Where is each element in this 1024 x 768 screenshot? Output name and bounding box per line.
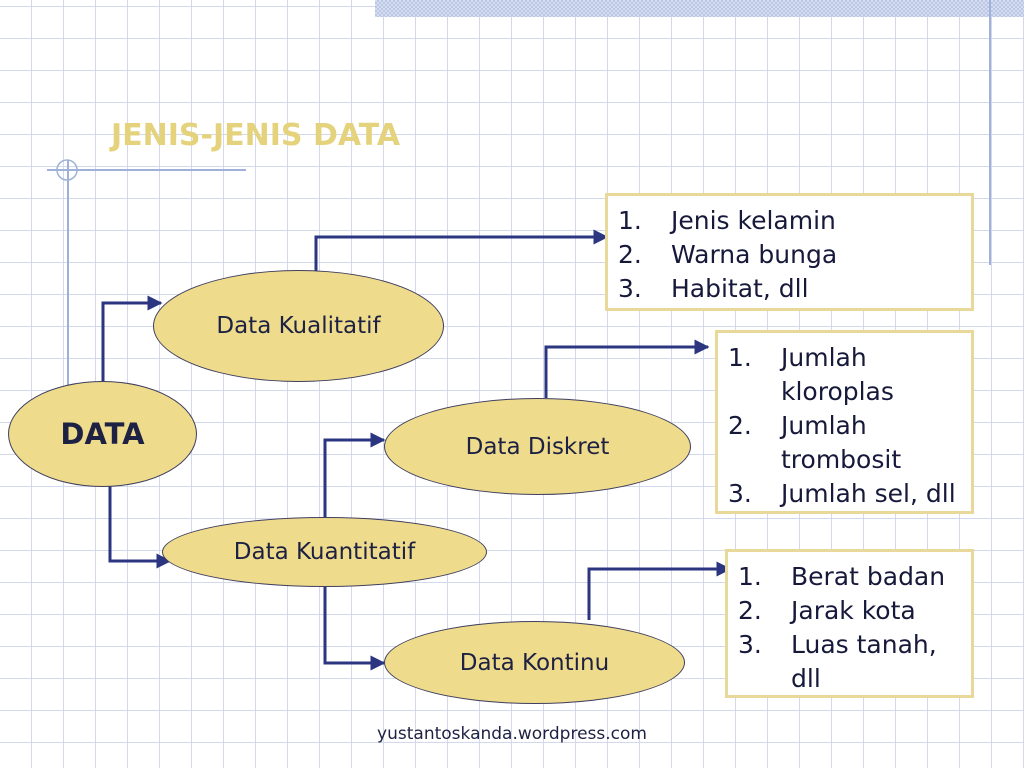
list-box-diskret: 1.Jumlah kloroplas 2.Jumlah trombosit 3.… [715,330,974,514]
list-item: 2.Jarak kota [738,596,916,625]
list-item: 1.Berat badan [738,562,946,591]
connector-kontinu-list [587,561,732,620]
node-data-kontinu: Data Kontinu [384,621,685,704]
node-data: DATA [8,381,197,487]
node-data-diskret: Data Diskret [384,398,691,495]
footer-url: yustantoskanda.wordpress.com [377,724,647,744]
connector-kualitatif-list [314,229,609,271]
list-item: 1.Jumlah kloroplas [728,343,894,406]
right-decorative-line [989,0,991,265]
list-item: 3.Habitat, dll [618,274,809,303]
top-decorative-band [375,0,1024,17]
list-item: 3.Jumlah sel, dll [728,479,956,508]
connector-data-kuantitatif [108,485,172,569]
connector-diskret-list [544,339,710,398]
list-item: 1.Jenis kelamin [618,206,836,235]
connector-kuantitatif-kontinu [323,587,386,671]
list-item: 2.Jumlah trombosit [728,411,902,474]
connector-kuantitatif-diskret [323,432,386,518]
node-data-kuantitatif: Data Kuantitatif [162,517,487,587]
node-data-kualitatif: Data Kualitatif [153,270,444,382]
list-box-kualitatif: 1.Jenis kelamin 2.Warna bunga 3.Habitat,… [605,193,974,311]
list-item: 2.Warna bunga [618,240,838,269]
list-box-kontinu: 1.Berat badan 2.Jarak kota 3.Luas tanah,… [725,549,974,698]
left-decorative-line [67,160,69,400]
slide-title: JENIS-JENIS DATA [111,118,401,153]
list-item: 3.Luas tanah, dll [738,630,937,693]
title-underline [47,169,246,171]
connector-data-kualitatif [101,295,163,385]
